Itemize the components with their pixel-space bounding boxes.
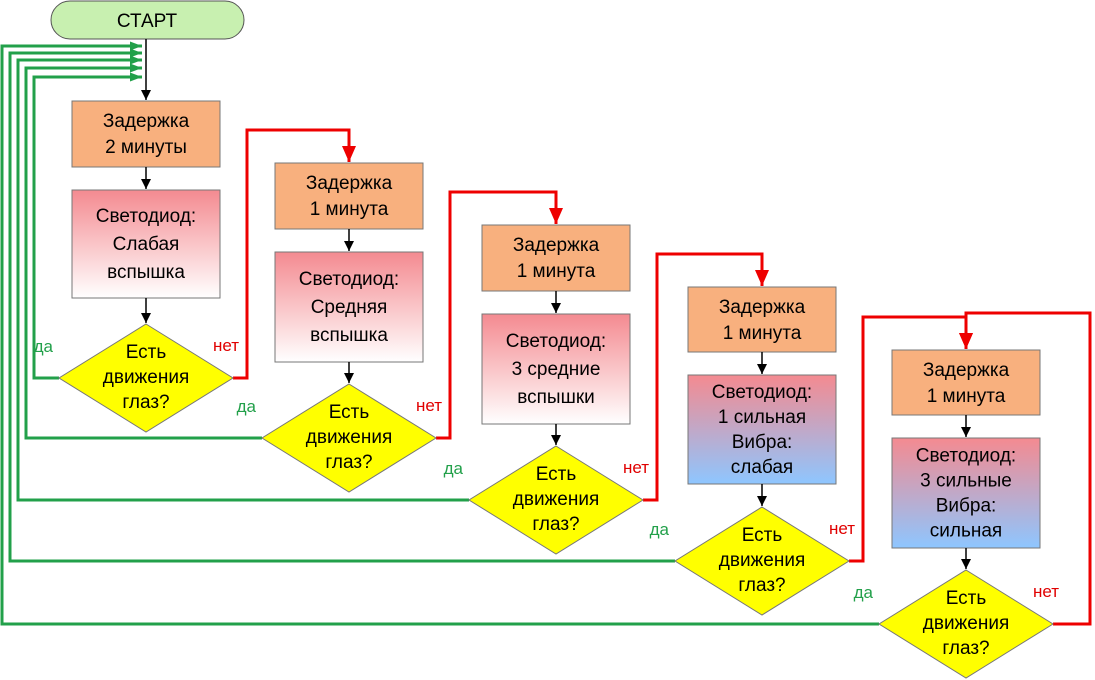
signal-text: Светодиод: xyxy=(712,382,812,403)
signal-text: вспышка xyxy=(310,325,388,346)
yes-label: да xyxy=(34,337,54,356)
signal-text: Средняя xyxy=(311,297,388,318)
delay-text: Задержка xyxy=(719,297,806,318)
decision-text: Есть xyxy=(946,588,987,609)
no-label: нет xyxy=(829,519,855,538)
decision-text: Есть xyxy=(536,464,577,485)
yes-return-line xyxy=(8,48,675,563)
signal-text: Вибра: xyxy=(936,496,997,517)
decision-text: глаз? xyxy=(942,638,989,659)
yes-return-line xyxy=(32,72,142,380)
no-label: нет xyxy=(213,336,239,355)
decision-text: глаз? xyxy=(325,452,372,473)
yes-return-line xyxy=(24,63,262,440)
delay-text: Задержка xyxy=(923,360,1010,381)
start-label: СТАРТ xyxy=(117,11,178,32)
delay-box: Задержка 1 минута xyxy=(481,224,631,292)
delay-text: Задержка xyxy=(103,111,190,132)
decision-text: глаз? xyxy=(532,514,579,535)
decision-text: движения xyxy=(719,550,805,571)
yes-label: да xyxy=(444,459,464,478)
signal-text: вспышки xyxy=(517,387,595,408)
decision-diamond: Есть движения глаз? xyxy=(58,323,234,433)
no-label: нет xyxy=(623,458,649,477)
no-label: нет xyxy=(416,396,442,415)
decision-text: движения xyxy=(103,367,189,388)
decision-text: движения xyxy=(513,489,599,510)
delay-text: Задержка xyxy=(306,173,393,194)
signal-text: вспышка xyxy=(107,262,185,283)
start-terminal: СТАРТ xyxy=(50,0,245,40)
signal-text: слабая xyxy=(731,457,793,478)
yes-label: да xyxy=(650,520,670,539)
delay-box: Задержка 1 минута xyxy=(274,162,424,230)
decision-diamond: Есть движения глаз? xyxy=(674,506,850,616)
signal-text: Вибра: xyxy=(732,432,793,453)
delay-box: Задержка 2 минуты xyxy=(71,100,221,168)
signal-text: Светодиод: xyxy=(916,446,1016,467)
no-label: нет xyxy=(1033,582,1059,601)
decision-text: глаз? xyxy=(738,575,785,596)
decision-text: Есть xyxy=(126,342,167,363)
signal-text: сильная xyxy=(930,521,1002,542)
delay-box: Задержка 1 минута xyxy=(891,349,1041,416)
decision-text: Есть xyxy=(742,525,783,546)
signal-text: Светодиод: xyxy=(96,206,196,227)
decision-text: глаз? xyxy=(122,392,169,413)
delay-text: 1 минута xyxy=(517,261,596,282)
signal-box: Светодиод: 3 средние вспышки xyxy=(481,313,631,425)
signal-box: Светодиод: Средняя вспышка xyxy=(274,251,424,363)
no-branch-line xyxy=(233,128,356,380)
decision-diamond: Есть движения глаз? xyxy=(261,383,437,493)
signal-text: 3 средние xyxy=(512,359,601,380)
yes-return-line xyxy=(16,55,469,502)
delay-text: Задержка xyxy=(513,235,600,256)
signal-text: 3 сильные xyxy=(920,471,1012,492)
decision-text: движения xyxy=(306,427,392,448)
signal-box: Светодиод: Слабая вспышка xyxy=(71,189,221,299)
no-branch-line xyxy=(643,252,769,502)
delay-text: 2 минуты xyxy=(105,137,187,158)
no-branch-line xyxy=(436,190,563,440)
delay-text: 1 минута xyxy=(723,323,802,344)
yes-label: да xyxy=(854,583,874,602)
delay-text: 1 минута xyxy=(927,386,1006,407)
delay-box: Задержка 1 минута xyxy=(687,286,837,353)
decision-text: Есть xyxy=(329,402,370,423)
signal-text: 1 сильная xyxy=(718,407,806,428)
yes-return-line xyxy=(0,41,879,626)
decision-diamond: Есть движения глаз? xyxy=(878,569,1054,679)
signal-text: Светодиод: xyxy=(299,269,399,290)
delay-text: 1 минута xyxy=(310,199,389,220)
no-loop-line xyxy=(959,311,1092,626)
yes-label: да xyxy=(237,397,257,416)
decision-text: движения xyxy=(923,613,1009,634)
decision-diamond: Есть движения глаз? xyxy=(468,445,644,555)
signal-text: Слабая xyxy=(113,234,180,255)
signal-text: Светодиод: xyxy=(506,331,606,352)
